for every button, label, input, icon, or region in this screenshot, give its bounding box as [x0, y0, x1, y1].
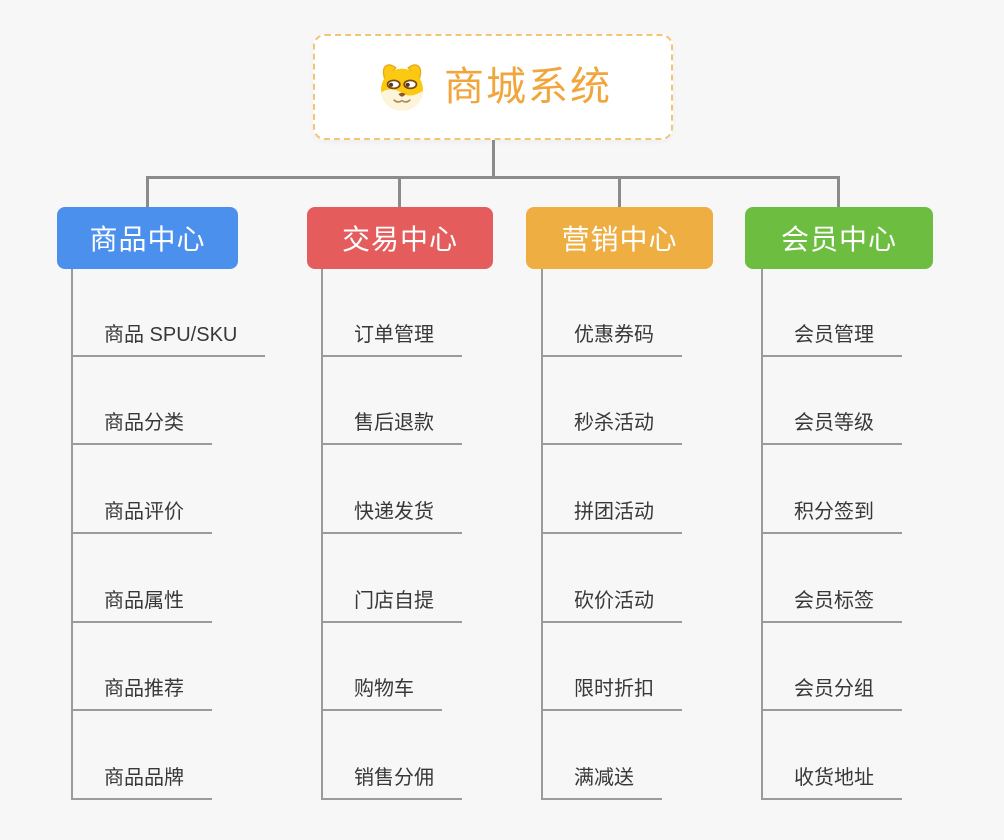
root-node[interactable]: 商城系统: [313, 34, 673, 140]
connector-root-stem: [492, 140, 495, 177]
root-title: 商城系统: [444, 65, 612, 109]
topic-products-2[interactable]: 商品分类: [71, 399, 212, 445]
topic-products-4[interactable]: 商品属性: [71, 577, 212, 623]
topic-orders-2[interactable]: 售后退款: [321, 399, 462, 445]
topic-members-4[interactable]: 会员标签: [761, 577, 902, 623]
topic-marketing-5[interactable]: 限时折扣: [541, 665, 682, 711]
topic-orders-3[interactable]: 快递发货: [321, 488, 462, 534]
topic-marketing-2[interactable]: 秒杀活动: [541, 399, 682, 445]
topic-members-1[interactable]: 会员管理: [761, 311, 902, 357]
dog-face-icon: [381, 64, 423, 111]
topic-members-5[interactable]: 会员分组: [761, 665, 902, 711]
topic-products-3[interactable]: 商品评价: [71, 488, 212, 534]
topic-members-2[interactable]: 会员等级: [761, 399, 902, 445]
branch-header-products[interactable]: 商品中心: [57, 207, 238, 269]
connector-drop-3: [618, 176, 621, 207]
topic-orders-6[interactable]: 销售分佣: [321, 754, 462, 800]
branch-header-members[interactable]: 会员中心: [745, 207, 933, 269]
topic-products-5[interactable]: 商品推荐: [71, 665, 212, 711]
topic-marketing-1[interactable]: 优惠券码: [541, 311, 682, 357]
connector-drop-2: [398, 176, 401, 207]
topic-marketing-4[interactable]: 砍价活动: [541, 577, 682, 623]
topic-marketing-6[interactable]: 满减送: [541, 754, 662, 800]
topic-orders-5[interactable]: 购物车: [321, 665, 442, 711]
connector-bus: [146, 176, 840, 179]
connector-drop-4: [837, 176, 840, 207]
topic-marketing-3[interactable]: 拼团活动: [541, 488, 682, 534]
topic-orders-4[interactable]: 门店自提: [321, 577, 462, 623]
topic-members-3[interactable]: 积分签到: [761, 488, 902, 534]
topic-products-6[interactable]: 商品品牌: [71, 754, 212, 800]
branch-header-orders[interactable]: 交易中心: [307, 207, 493, 269]
topic-members-6[interactable]: 收货地址: [761, 754, 902, 800]
topic-products-1[interactable]: 商品 SPU/SKU: [71, 311, 266, 357]
connector-drop-1: [146, 176, 149, 207]
branch-header-marketing[interactable]: 营销中心: [526, 207, 713, 269]
topic-orders-1[interactable]: 订单管理: [321, 311, 462, 357]
